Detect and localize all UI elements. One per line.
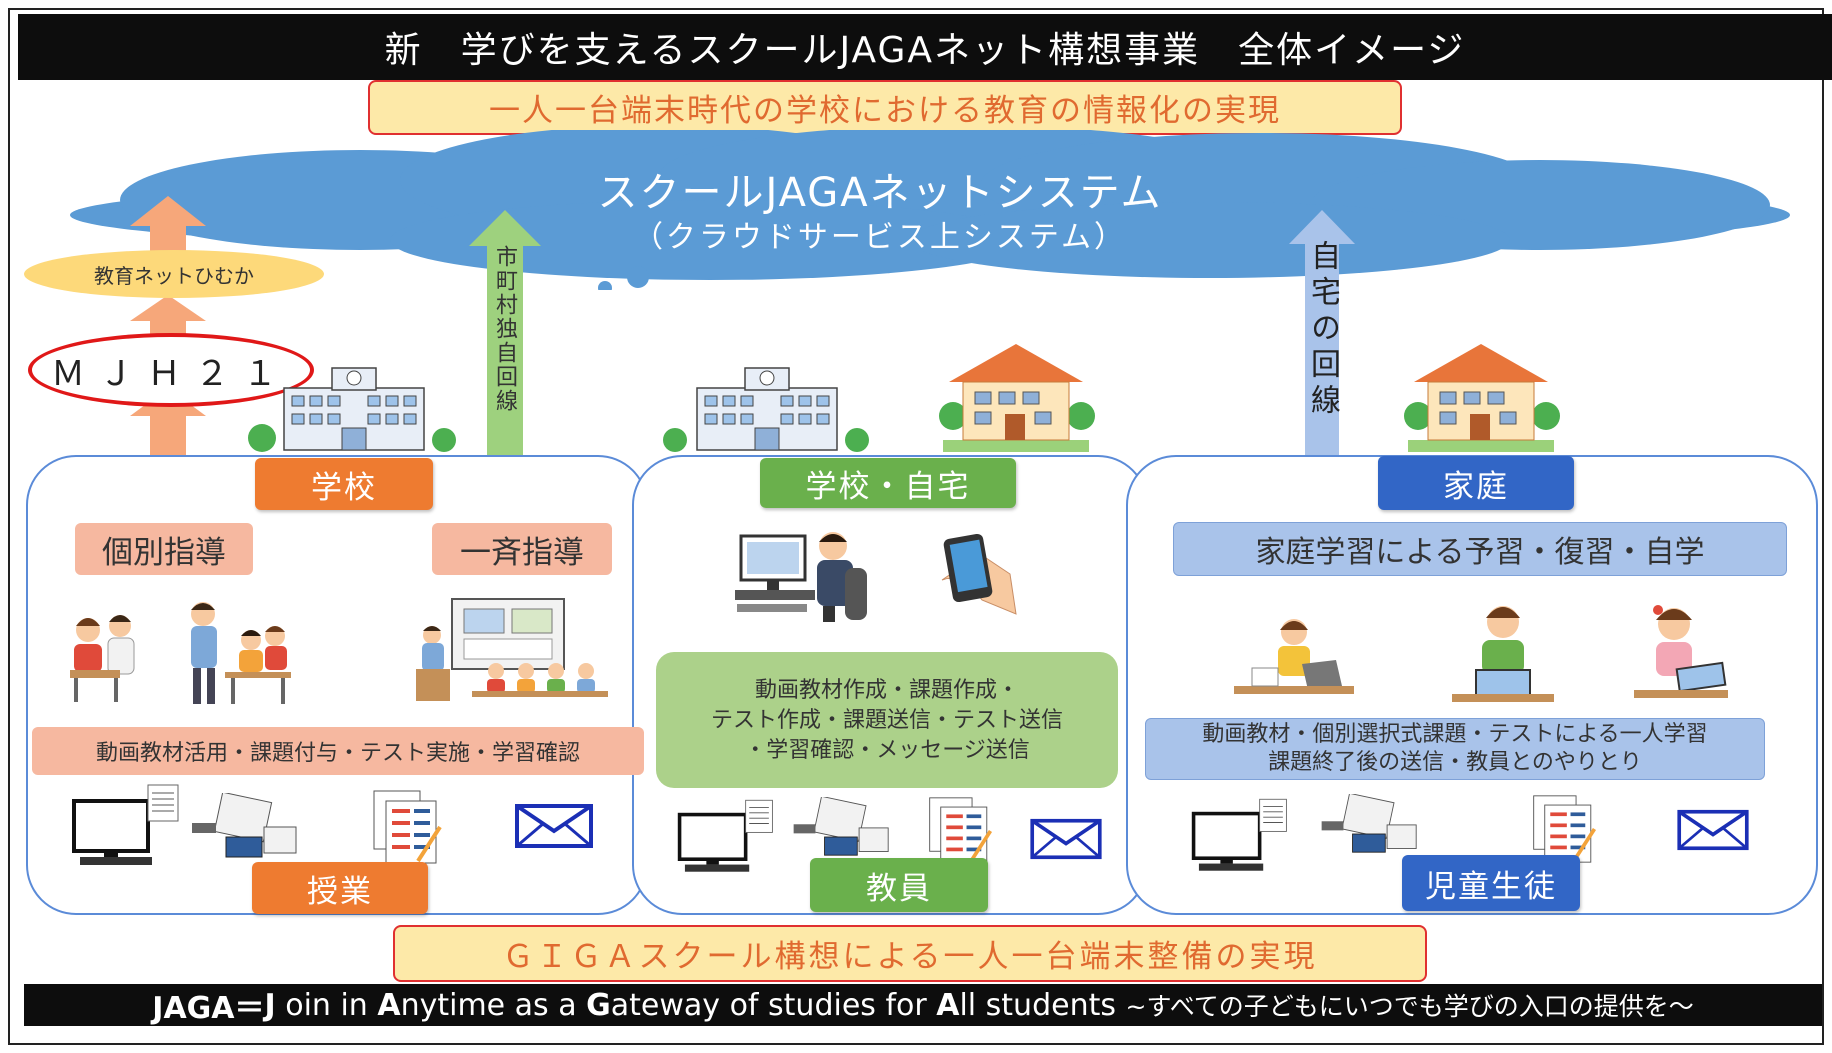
footer-j-rest: oin in xyxy=(275,987,378,1023)
individual-guidance-label: 個別指導 xyxy=(75,523,253,575)
school-tag: 学校 xyxy=(255,458,433,510)
worksheet-tablet-icon xyxy=(793,797,889,856)
test-paper-icon xyxy=(1533,795,1597,863)
home-activities-line2: 課題終了後の送信・教員とのやりとり xyxy=(1268,750,1642,775)
home-tag: 家庭 xyxy=(1378,456,1574,510)
home-line-arrow xyxy=(1289,210,1355,456)
school-home-tag: 学校・自宅 xyxy=(760,458,1016,508)
home-line-label: 自宅の回線 xyxy=(1305,240,1340,420)
teacher-tasks-line1: 動画教材作成・課題作成・ xyxy=(754,678,1019,703)
home-study-label: 家庭学習による予習・復習・自学 xyxy=(1173,522,1787,576)
teacher-student-icon xyxy=(70,615,135,702)
teacher-tasks-box xyxy=(656,652,1118,788)
footer-a1: A xyxy=(377,987,401,1023)
smartphone-hand-icon xyxy=(941,533,1017,615)
group-guidance-label: 一斉指導 xyxy=(432,523,612,575)
school-building-icon xyxy=(248,367,456,452)
page-title-bar: 新 学びを支えるスクールJAGAネット構想事業 全体イメージ xyxy=(18,14,1832,80)
teacher-tasks-line2: テスト作成・課題送信・テスト送信 xyxy=(710,708,1063,733)
envelope-icon xyxy=(1030,818,1102,860)
test-paper-icon xyxy=(929,797,993,865)
footer-japanese: ~すべての子どもにいつでも学びの入口の提供を～ xyxy=(1125,992,1694,1021)
classroom-presentation-icon xyxy=(416,598,608,701)
page-title: 新 学びを支えるスクールJAGAネット構想事業 全体イメージ xyxy=(384,30,1466,71)
desktop-computer-icon xyxy=(1191,798,1287,871)
giga-school-banner: ＧＩＧＡスクール構想による一人一台端末整備の実現 xyxy=(393,925,1427,982)
cloud-subtitle: （クラウドサービス上システム） xyxy=(632,220,1128,255)
municipal-line-label: 市町村独自回線 xyxy=(492,245,517,413)
desktop-computer-icon xyxy=(677,799,773,872)
footer-g: G xyxy=(586,987,611,1023)
mjh21-label: ＭＪＨ２１ xyxy=(28,333,314,407)
teacher-students-tablet-icon xyxy=(191,602,291,704)
cloud-title: スクールJAGAネットシステム xyxy=(597,170,1163,216)
upload-arrow-top xyxy=(130,196,206,256)
kyoiku-net-himuka: 教育ネットひむか xyxy=(24,250,324,298)
worksheet-tablet-icon xyxy=(1321,794,1417,853)
top-goal-banner: 一人一台端末時代の学校における教育の情報化の実現 xyxy=(368,80,1402,135)
teacher-at-computer-icon xyxy=(735,532,867,622)
student-tablet-icon xyxy=(1452,606,1554,702)
student-laptop-icon xyxy=(1234,619,1354,694)
footer-a2-rest: ll students xyxy=(959,987,1126,1023)
home-activities-line1: 動画教材・個別選択式課題・テストによる一人学習 xyxy=(1202,722,1708,747)
footer-g-rest: ateway of studies for xyxy=(610,987,937,1023)
envelope-icon xyxy=(515,804,593,848)
footer-prefix: JAGA＝ xyxy=(152,991,265,1026)
upload-arrow-mid xyxy=(130,295,206,339)
house-icon xyxy=(939,344,1095,452)
school-activities-label: 動画教材活用・課題付与・テスト実施・学習確認 xyxy=(32,727,644,775)
worksheet-tablet-icon xyxy=(192,793,297,858)
footer-j: J xyxy=(264,987,276,1023)
teacher-tasks-line3: ・学習確認・メッセージ送信 xyxy=(744,738,1030,763)
home-activities-box xyxy=(1145,718,1765,780)
school-building-icon xyxy=(663,367,869,452)
students-tag: 児童生徒 xyxy=(1402,855,1580,911)
footer-a2: A xyxy=(936,987,960,1023)
teacher-tag: 教員 xyxy=(810,858,988,912)
house-icon xyxy=(1404,344,1560,452)
class-tag: 授業 xyxy=(252,862,428,914)
test-paper-icon xyxy=(373,790,442,864)
student-girl-tablet-icon xyxy=(1634,605,1728,698)
municipal-line-arrow xyxy=(469,210,541,456)
desktop-computer-icon xyxy=(72,784,179,865)
envelope-icon xyxy=(1677,809,1749,851)
footer-a1-rest: nytime as a xyxy=(400,987,587,1023)
